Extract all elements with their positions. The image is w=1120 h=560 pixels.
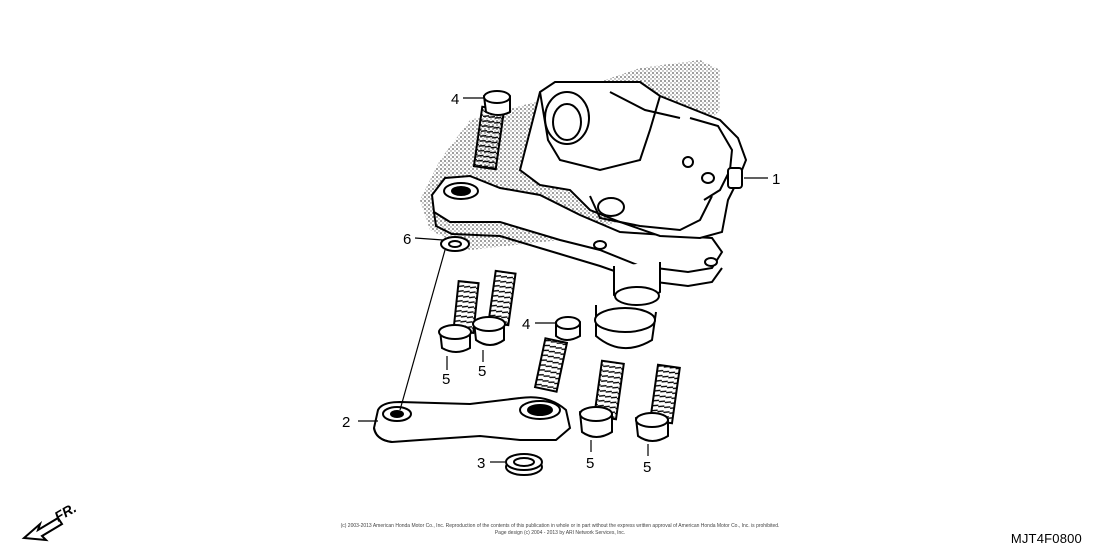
callout-6: 6: [403, 231, 411, 248]
damper-link-rod: [372, 396, 572, 444]
steering-damper-assembly: [430, 81, 748, 350]
copyright-line-1: (c) 2003-2013 American Honda Motor Co., …: [340, 523, 780, 529]
bolt-4-upper: [472, 90, 511, 171]
bolt-5-d: [634, 363, 681, 442]
callout-5-b: 5: [478, 363, 486, 380]
callout-5-c: 5: [586, 455, 594, 472]
callout-5-d: 5: [643, 459, 651, 476]
callout-3: 3: [477, 455, 485, 472]
callout-5-a: 5: [442, 371, 450, 388]
callout-4-lower: 4: [522, 316, 530, 333]
bolt-5-c: [578, 359, 625, 438]
bolt-4-lower: [533, 316, 581, 393]
copyright-line-2: Page design (c) 2004 - 2013 by ARI Netwo…: [494, 530, 626, 536]
bolt-5-a: [438, 279, 480, 353]
front-direction-arrow: FR.: [21, 499, 79, 542]
leader-lines: [358, 97, 768, 463]
rubber-bushing: [505, 453, 543, 476]
callout-2: 2: [342, 414, 350, 431]
washer: [440, 236, 470, 252]
diagram-code: MJT4F0800: [1010, 531, 1082, 546]
callout-1: 1: [772, 171, 780, 188]
bolt-5-b: [472, 269, 517, 346]
callout-4-upper: 4: [451, 91, 459, 108]
